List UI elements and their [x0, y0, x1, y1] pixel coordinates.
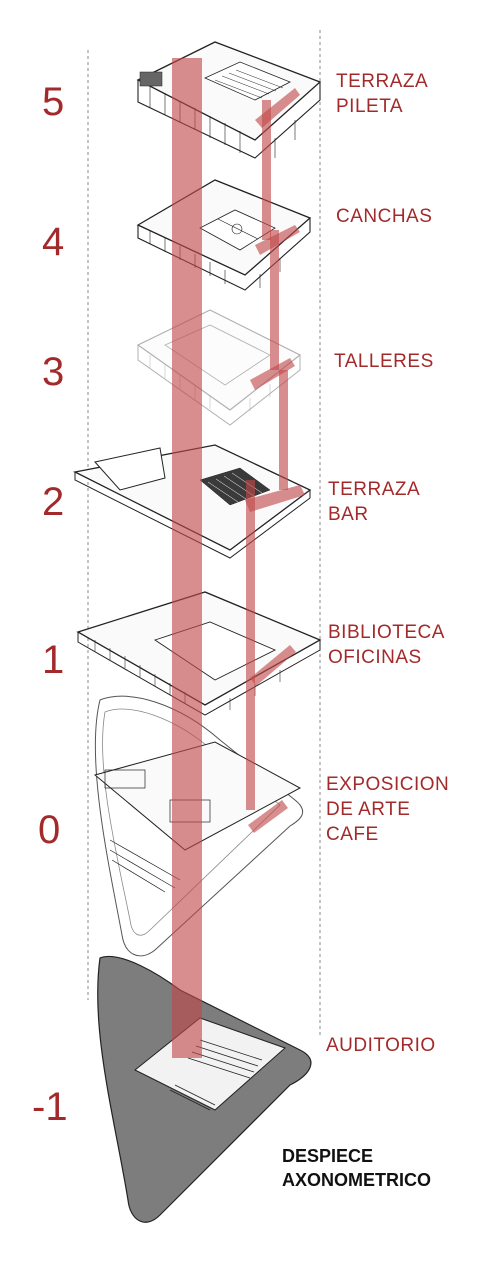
level-label-line: BAR [328, 504, 369, 525]
level-label-line: TERRAZA [328, 479, 421, 500]
level-label-0: EXPOSICION DE ARTE CAFE [326, 772, 449, 847]
level-number-3: 3 [42, 350, 65, 394]
level-number-2: 2 [42, 480, 65, 524]
level-label-line: BIBLIOTECA [328, 622, 445, 643]
level-label-minus-1: AUDITORIO [326, 1033, 436, 1058]
level-label-2: TERRAZA BAR [328, 477, 420, 527]
level-label-line: AUDITORIO [326, 1035, 436, 1056]
circulation-core-secondary [245, 88, 305, 833]
level-label-line: TALLERES [334, 351, 434, 372]
level-number-1: 1 [42, 638, 65, 682]
diagram-title: DESPIECE AXONOMETRICO [282, 1144, 431, 1192]
level-label-line: CAFE [326, 824, 379, 845]
level-label-line: CANCHAS [336, 206, 433, 227]
level-label-line: TERRAZA [336, 71, 429, 92]
circulation-core-main [172, 58, 202, 1058]
diagram-title-line-1: DESPIECE [282, 1146, 374, 1166]
level-number-5: 5 [42, 80, 65, 124]
diagram-title-line-2: AXONOMETRICO [282, 1170, 432, 1190]
level-label-line: PILETA [336, 96, 404, 117]
floor-slab-basement [97, 955, 312, 1223]
level-number-4: 4 [42, 220, 65, 264]
level-label-4: CANCHAS [336, 204, 432, 229]
level-number-minus-1: -1 [32, 1085, 68, 1129]
level-label-3: TALLERES [334, 349, 434, 374]
level-label-line: OFICINAS [328, 647, 422, 668]
level-label-1: BIBLIOTECA OFICINAS [328, 620, 445, 670]
level-label-5: TERRAZA PILETA [336, 69, 428, 119]
level-label-line: DE ARTE [326, 799, 411, 820]
level-label-line: EXPOSICION [326, 774, 450, 795]
level-number-0: 0 [38, 808, 61, 852]
